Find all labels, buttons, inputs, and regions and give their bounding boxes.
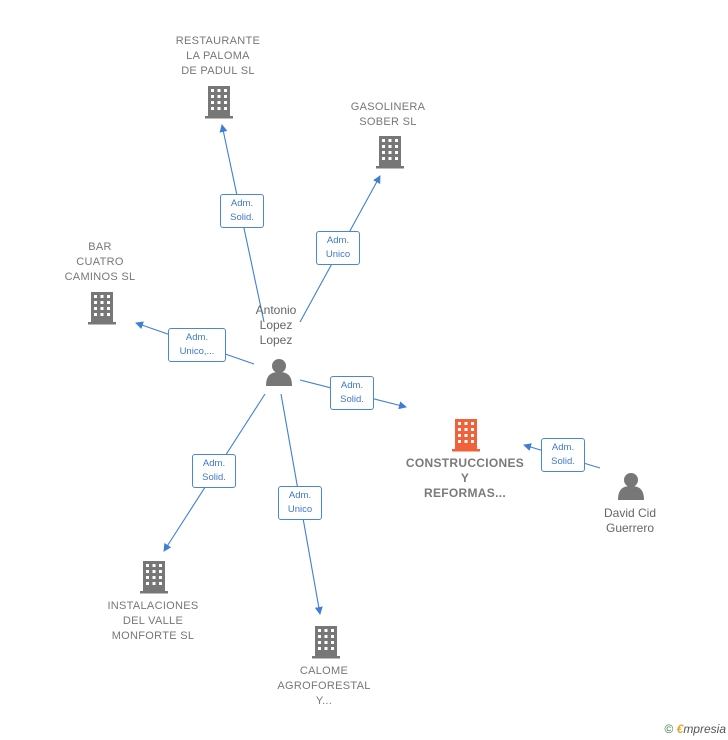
company-label-gasolinera[interactable]: GASOLINERA SOBER SL [350,101,426,128]
role-box-construcciones[interactable]: Adm. Solid. [330,376,374,410]
person-label-david[interactable]: David Cid Guerrero [603,506,657,535]
role-box-bar[interactable]: Adm. Unico,... [168,328,226,362]
brand-logo-letter: € [676,722,684,736]
instalaciones-building-icon[interactable] [140,561,168,594]
role-box-calome[interactable]: Adm. Unico [278,486,322,520]
david-person-icon[interactable] [618,473,644,500]
construcciones-building-icon[interactable] [452,419,480,452]
role-box-instalaciones[interactable]: Adm. Solid. [192,454,236,488]
calome-building-icon[interactable] [312,626,340,659]
footer-brand: © €mpresia [664,722,726,736]
company-label-instalaciones[interactable]: INSTALACIONES DEL VALLE MONFORTE SL [107,600,199,642]
company-label-bar[interactable]: BAR CUATRO CAMINOS SL [64,241,136,283]
brand-name: mpresia [683,722,726,736]
person-label-antonio[interactable]: Antonio Lopez Lopez [255,303,297,347]
edge-lines [135,124,601,615]
gasolinera-building-icon[interactable] [376,136,404,169]
copyright-symbol: © [664,722,674,736]
role-box-restaurante[interactable]: Adm. Solid. [220,194,264,228]
bar-building-icon[interactable] [88,292,116,325]
company-label-construcciones[interactable]: CONSTRUCCIONES Y REFORMAS... [405,456,525,500]
role-box-gasolinera[interactable]: Adm. Unico [316,231,360,265]
antonio-person-icon[interactable] [266,359,292,386]
restaurante-building-icon[interactable] [205,86,233,119]
company-label-calome[interactable]: CALOME AGROFORESTAL Y... [277,665,371,707]
role-box-david[interactable]: Adm. Solid. [541,438,585,472]
company-label-restaurante[interactable]: RESTAURANTE LA PALOMA DE PADUL SL [175,35,261,77]
